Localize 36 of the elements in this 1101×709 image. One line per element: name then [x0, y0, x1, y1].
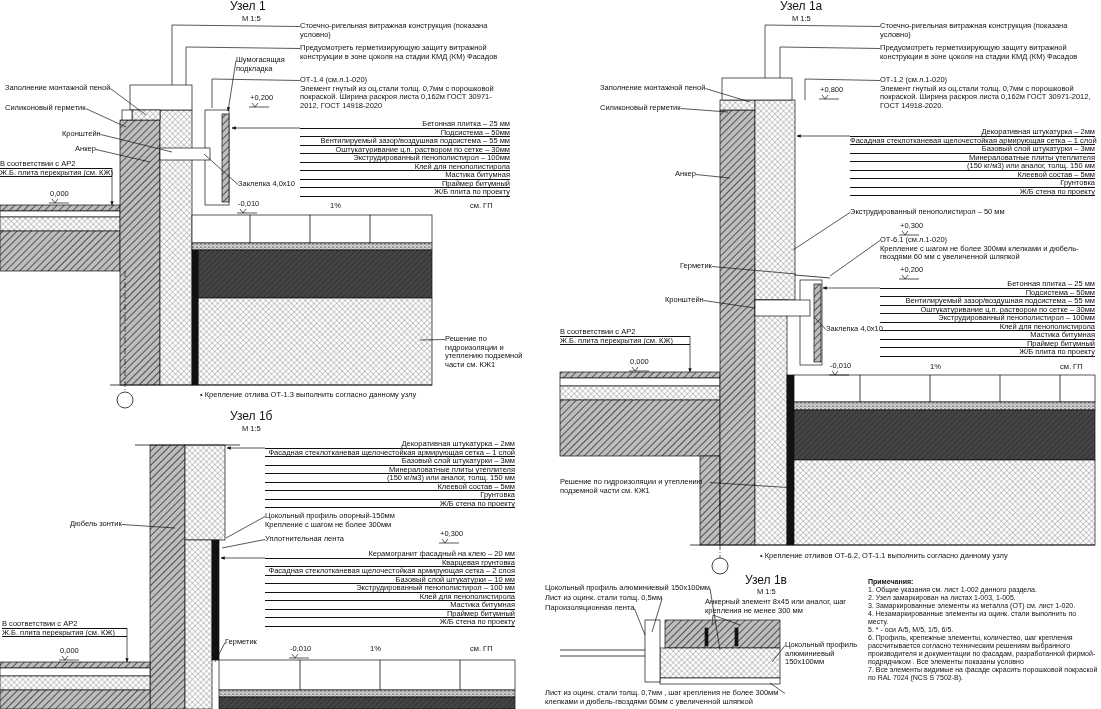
- leader-line: [225, 516, 266, 539]
- leader-line: [185, 46, 301, 86]
- detail-title: Узел 1в: [745, 574, 787, 587]
- detail-title: Узел 1а: [780, 0, 823, 13]
- leader-line: [680, 108, 729, 113]
- leader-line: [221, 539, 266, 549]
- leader-line: [95, 149, 151, 163]
- leader-line: [711, 266, 797, 275]
- detail-title: Узел 1б: [230, 410, 273, 423]
- leader-line: [211, 78, 301, 109]
- leader-line: [771, 645, 786, 663]
- leader-line: [85, 108, 127, 128]
- leader-line: [712, 614, 741, 626]
- leader-line: [695, 174, 731, 179]
- leader-line: [779, 46, 881, 79]
- leader-line: [769, 682, 786, 694]
- leader-line: [634, 608, 646, 636]
- leader-line: [764, 24, 881, 79]
- leader-line: [171, 24, 301, 86]
- leader-line: [711, 614, 714, 626]
- leader-line: [651, 598, 663, 633]
- detail-title: Узел 1: [230, 0, 266, 13]
- leader-line: [814, 317, 827, 330]
- leader-line: [110, 88, 147, 116]
- leader-line: [709, 482, 796, 489]
- leader-line: [214, 642, 226, 663]
- leader-line: [121, 524, 176, 529]
- leader-line: [804, 78, 881, 101]
- leader-line: [792, 212, 851, 251]
- leader-line: [419, 339, 446, 341]
- leader-line: [203, 153, 239, 185]
- leader-line: [829, 240, 881, 277]
- leader-line: [709, 588, 721, 651]
- leader-line: [100, 134, 173, 153]
- leader-line: [705, 88, 751, 103]
- leader-line: [703, 300, 756, 309]
